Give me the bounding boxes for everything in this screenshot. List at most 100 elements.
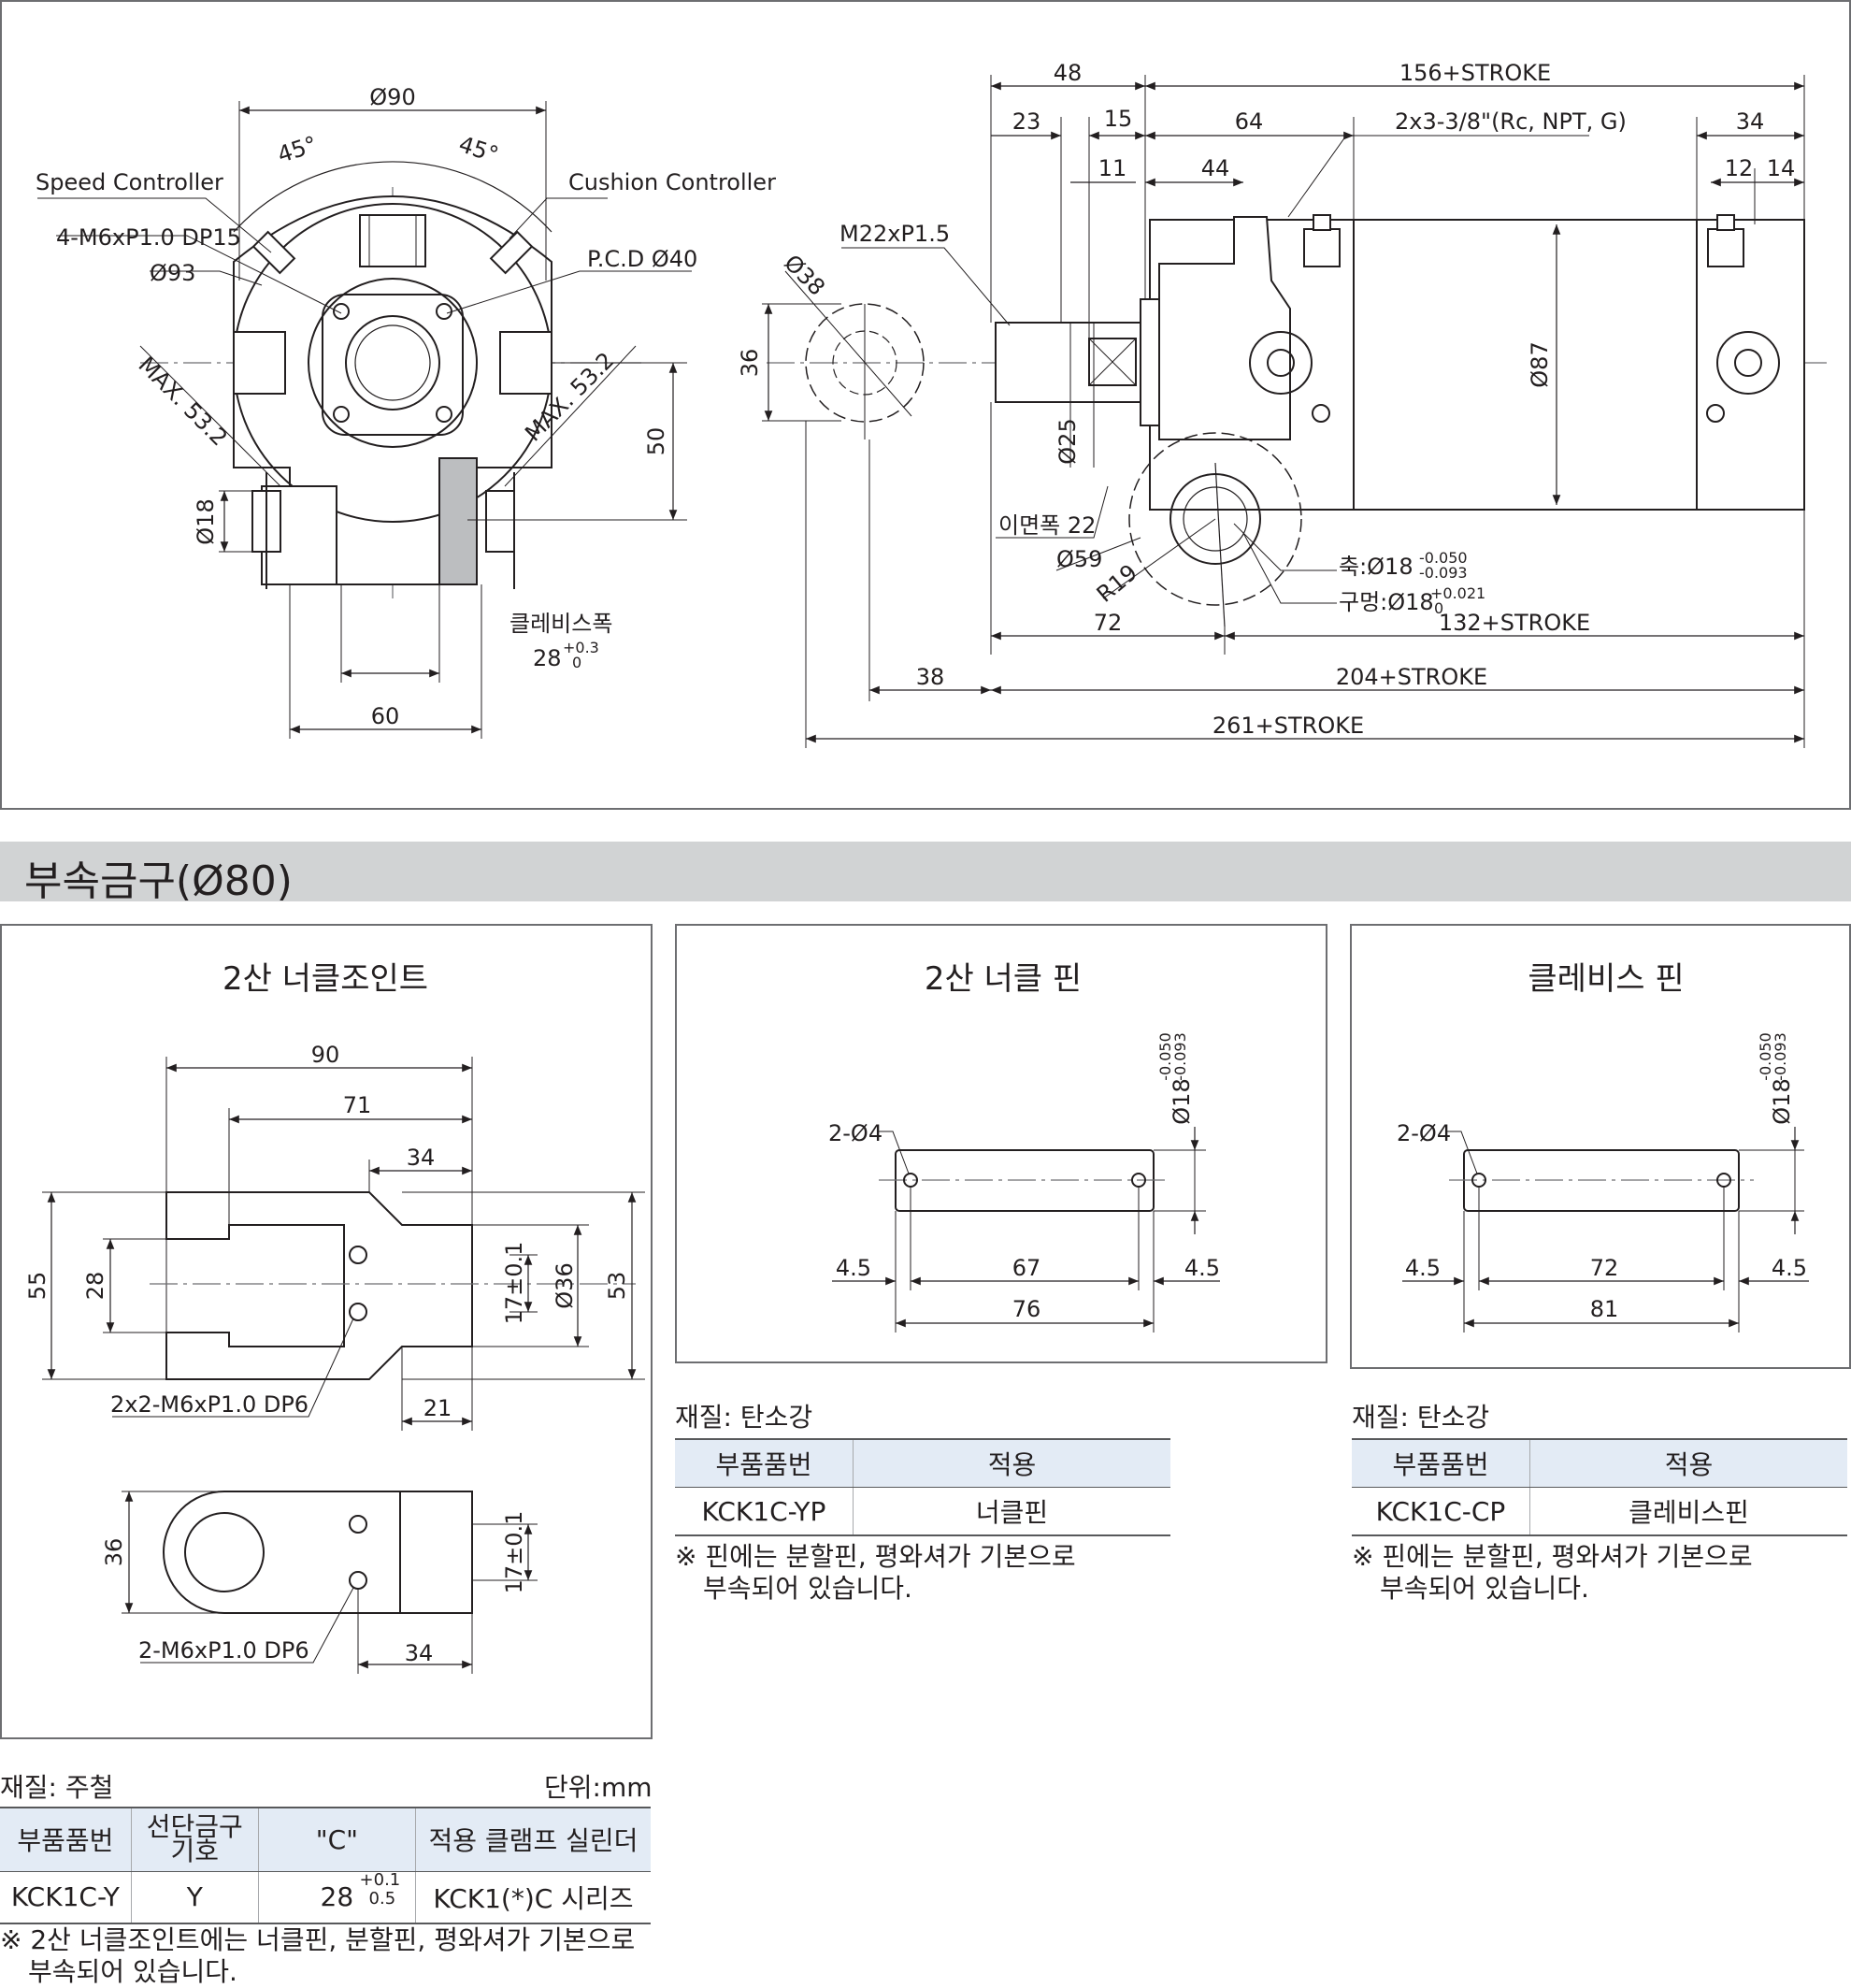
knuckle-pin-note-line1: ※ 핀에는 분할핀, 평와셔가 기본으로 (675, 1541, 1076, 1572)
clevis-pin-dim-left: 4.5 (1405, 1255, 1441, 1281)
knuckle-pin-table: 부품품번 적용 KCK1C-YP 너클핀 (675, 1438, 1170, 1536)
table-cell-c-value: 28 (320, 1881, 354, 1913)
clevis-pin-labels: 클레비스 핀 2-Ø4 Ø18 -0.050 -0.093 4.5 72 4.5… (1397, 960, 1807, 1322)
clevis-pin-dim-total: 81 (1590, 1296, 1619, 1322)
knuckle-pin-cell-part: KCK1C-YP (675, 1487, 854, 1536)
dim-34: 34 (1736, 108, 1765, 135)
side-view (762, 75, 1832, 748)
clevis-width-value: 28 (533, 645, 562, 671)
clevis-pin-frame (1350, 924, 1851, 1369)
dim-dia-59: Ø59 (1056, 546, 1102, 572)
unit-label: 단위:mm (544, 1772, 653, 1803)
knuckle-pin-dia-tol-upper: -0.050 (1156, 1032, 1174, 1081)
dim-48: 48 (1054, 60, 1083, 86)
dim-36-bottom: 36 (101, 1538, 127, 1567)
knuckle-pin-dia-tol-lower: -0.093 (1171, 1032, 1189, 1081)
dim-23: 23 (1012, 108, 1041, 135)
dim-14: 14 (1767, 155, 1796, 181)
angle-left: 45° (274, 131, 320, 168)
table-cell-c-tol-upper: +0.1 (359, 1870, 401, 1891)
dim-dia-90: Ø90 (369, 84, 415, 110)
table-cell-symbol: Y (130, 1871, 259, 1924)
dim-50: 50 (643, 427, 669, 456)
dim-11: 11 (1098, 155, 1127, 181)
dim-dia-36: Ø36 (552, 1262, 578, 1308)
knuckle-pin-title: 2산 너클 핀 (925, 960, 1082, 998)
knuckle-joint-note-line2: 부속되어 있습니다. (28, 1956, 237, 1987)
knuckle-joint-note: ※ 2산 너클조인트에는 너클핀, 분할핀, 평와셔가 기본으로 부속되어 있습… (0, 1924, 635, 1988)
knuckle-joint-labels: 2산 너클조인트 90 71 34 55 28 17±0.1 Ø36 53 2x… (24, 960, 630, 1666)
knuckle-pin-dim-left: 4.5 (836, 1255, 871, 1281)
dim-204-stroke: 204+STROKE (1336, 664, 1487, 690)
dim-21: 21 (423, 1395, 452, 1421)
dim-44: 44 (1201, 155, 1230, 181)
pcd-label: P.C.D Ø40 (587, 246, 697, 272)
clevis-pin-note-line1: ※ 핀에는 분할핀, 평와셔가 기본으로 (1352, 1541, 1753, 1572)
clevis-pin-cell-use: 클레비스핀 (1529, 1487, 1847, 1536)
clevis-pin-dia-tol-lower: -0.093 (1772, 1032, 1789, 1081)
clevis-pin-dim-right: 4.5 (1772, 1255, 1807, 1281)
dim-34-bottom: 34 (405, 1640, 434, 1666)
dim-dia-38: Ø38 (779, 250, 830, 301)
table-cell-cylinder: KCK1(*)C 시리즈 (414, 1871, 651, 1924)
dim-53: 53 (604, 1272, 630, 1301)
clevis-pin-material: 재질: 탄소강 (1352, 1402, 1490, 1433)
knuckle-pin-header-part: 부품품번 (675, 1438, 854, 1488)
clevis-pin-dia-tol-upper: -0.050 (1757, 1032, 1774, 1081)
clevis-pin-title: 클레비스 핀 (1528, 960, 1684, 998)
table-header-cylinder: 적용 클램프 실린더 (414, 1807, 651, 1872)
cushion-controller-label: Cushion Controller (568, 169, 776, 195)
clevis-width-label: 클레비스폭 (509, 611, 612, 637)
table-cell-part: KCK1C-Y (0, 1871, 132, 1924)
flat-width-label: 이면폭 22 (998, 512, 1096, 539)
knuckle-pin-dim-total: 76 (1012, 1296, 1041, 1322)
knuckle-pin-note: ※ 핀에는 분할핀, 평와셔가 기본으로 부속되어 있습니다. (675, 1541, 1076, 1605)
clevis-tol-upper: +0.3 (563, 639, 599, 656)
knuckle-pin-labels: 2산 너클 핀 2-Ø4 Ø18 -0.050 -0.093 4.5 67 4.… (828, 960, 1220, 1322)
dim-36: 36 (737, 349, 763, 378)
knuckle-joint-table: 부품품번 선단금구 기호 "C" 적용 클램프 실린더 KCK1C-Y Y 28… (0, 1807, 651, 1924)
speed-controller-label: Speed Controller (36, 169, 223, 195)
knuckle-pin-dim-mid: 67 (1012, 1255, 1041, 1281)
knuckle-pin-material: 재질: 탄소강 (675, 1402, 813, 1433)
side-view-labels: 48 156+STROKE 23 15 64 2x3-3/8"(Rc, NPT,… (737, 60, 1795, 739)
clevis-pin-dia: Ø18 (1769, 1078, 1795, 1124)
dim-156-stroke: 156+STROKE (1399, 60, 1551, 86)
knuckle-pin-note-line2: 부속되어 있습니다. (703, 1573, 912, 1604)
table-header-symbol: 선단금구 기호 (130, 1807, 259, 1872)
knuckle-pin-dim-right: 4.5 (1184, 1255, 1220, 1281)
table-header-c: "C" (257, 1807, 416, 1872)
shaft-tol-upper: -0.050 (1419, 549, 1468, 567)
dim-72: 72 (1094, 610, 1123, 636)
knuckle-pin-holes: 2-Ø4 (828, 1120, 882, 1146)
shaft-label: 축:Ø18 (1339, 554, 1413, 580)
front-view (37, 101, 692, 739)
angle-right: 45° (455, 131, 501, 168)
dim-55: 55 (24, 1272, 50, 1301)
dim-38: 38 (916, 664, 945, 690)
clevis-pin-table: 부품품번 적용 KCK1C-CP 클레비스핀 (1352, 1438, 1847, 1536)
thread-label: M22xP1.5 (839, 221, 950, 247)
knuckle-joint-title: 2산 너클조인트 (222, 960, 428, 998)
clevis-pin-cell-part: KCK1C-CP (1352, 1487, 1530, 1536)
dim-34-top: 34 (407, 1145, 436, 1171)
hole-label: 구멍:Ø18 (1339, 589, 1434, 615)
dim-90: 90 (311, 1042, 340, 1068)
dim-12: 12 (1725, 155, 1754, 181)
tapped-holes-label: 4-M6xP1.0 DP15 (56, 224, 241, 251)
ports-label: 2x3-3/8"(Rc, NPT, G) (1395, 108, 1627, 135)
knuckle-joint-drawing (42, 1057, 645, 1674)
clevis-pin-note-line2: 부속되어 있습니다. (1380, 1573, 1589, 1604)
max-left-label: MAX. 53.2 (134, 352, 233, 451)
table-cell-c-tol-lower: 0.5 (368, 1889, 396, 1909)
shaft-tol-lower: -0.093 (1419, 564, 1468, 582)
dim-60: 60 (371, 703, 400, 729)
knuckle-joint-material: 재질: 주철 (0, 1772, 114, 1803)
knuckle-pin-header-use: 적용 (853, 1438, 1170, 1488)
dim-dia-87: Ø87 (1527, 341, 1553, 387)
clevis-pin-drawing (1402, 1127, 1809, 1333)
tapped-top-label: 2x2-M6xP1.0 DP6 (110, 1391, 308, 1418)
clevis-tol-lower: 0 (572, 654, 581, 671)
